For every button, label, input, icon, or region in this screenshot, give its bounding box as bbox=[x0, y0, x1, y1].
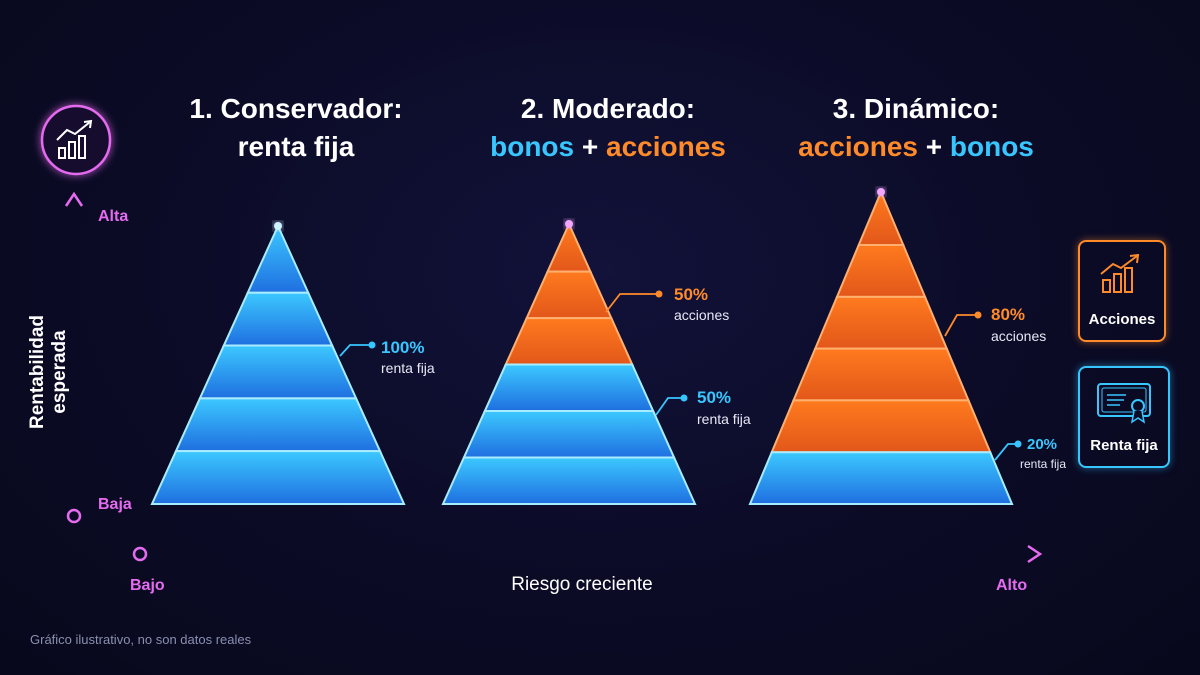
title-dinamico: 3. Dinámico: acciones + bonos bbox=[756, 90, 1076, 166]
acciones-layer bbox=[546, 221, 592, 273]
callout-label-dinamico-renta: renta fija bbox=[1020, 457, 1067, 471]
callout-line bbox=[944, 314, 978, 337]
title-line1: 2. Moderado: bbox=[520, 93, 696, 124]
pyramid-tip-glow bbox=[274, 222, 282, 230]
title-line2: acciones + bonos bbox=[756, 128, 1076, 166]
callout-label-dinamico-acciones: acciones bbox=[991, 328, 1047, 344]
title-part: + bbox=[917, 131, 950, 162]
y-axis-high-label: Alta bbox=[98, 208, 129, 225]
callout-dot bbox=[1014, 440, 1022, 448]
title-part: bonos bbox=[949, 131, 1034, 162]
callout-line bbox=[655, 397, 684, 416]
renta-fija-layer bbox=[174, 397, 382, 453]
renta-fija-layer bbox=[748, 451, 1014, 505]
title-moderado: 2. Moderado: bonos + acciones bbox=[448, 90, 768, 166]
callout-dot bbox=[680, 394, 688, 402]
title-part: bonos bbox=[490, 131, 575, 162]
callout-pct-dinamico-renta: 20% bbox=[1027, 436, 1058, 453]
legend-label: Renta fija bbox=[1090, 437, 1158, 454]
y-axis-title: Rentabilidad esperada bbox=[27, 315, 70, 430]
renta-fija-layer bbox=[198, 344, 358, 400]
title-part: + bbox=[574, 131, 607, 162]
callout-label-conservador: renta fija bbox=[381, 360, 435, 376]
x-axis-title: Riesgo creciente bbox=[511, 574, 653, 595]
callout-pct-dinamico-acciones: 80% bbox=[991, 305, 1026, 324]
acciones-layer bbox=[791, 347, 971, 402]
x-axis-low-label: Bajo bbox=[130, 577, 165, 594]
acciones-layer bbox=[857, 189, 905, 247]
callout-dot bbox=[368, 341, 376, 349]
renta-fija-layer bbox=[222, 291, 334, 347]
legend-label: Acciones bbox=[1088, 311, 1156, 328]
callout-connectors bbox=[339, 290, 1022, 461]
chart-growth-icon bbox=[40, 104, 112, 176]
title-conservador: 1. Conservador: renta fija bbox=[136, 90, 456, 166]
pyramid-tip-glow bbox=[565, 220, 573, 228]
x-axis bbox=[132, 544, 1043, 564]
title-line2: bonos + acciones bbox=[448, 128, 768, 166]
title-line1: 3. Dinámico: bbox=[832, 93, 1000, 124]
title-part: acciones bbox=[798, 131, 918, 162]
renta-fija-layer bbox=[483, 363, 655, 413]
acciones-layer bbox=[525, 270, 613, 320]
pyramid-conservador bbox=[148, 222, 408, 507]
bar-chart-icon bbox=[1100, 254, 1140, 293]
footnote: Gráfico ilustrativo, no son datos reales bbox=[30, 632, 252, 647]
callout-dot bbox=[974, 311, 982, 319]
pyramid-tip-glow bbox=[877, 188, 885, 196]
pyramid-dinamico bbox=[746, 188, 1016, 507]
pyramid-moderado bbox=[439, 220, 699, 507]
callout-label-moderado-acciones: acciones bbox=[674, 307, 730, 323]
renta-fija-layer bbox=[246, 223, 310, 294]
callout-line bbox=[994, 443, 1018, 461]
legend-acciones: Acciones bbox=[1078, 240, 1166, 342]
acciones-layer bbox=[504, 317, 634, 366]
acciones-layer bbox=[835, 244, 927, 298]
callout-pct-moderado-acciones: 50% bbox=[674, 285, 709, 304]
title-line2: renta fija bbox=[136, 128, 456, 166]
legend-renta-fija: Renta fija bbox=[1078, 366, 1170, 468]
renta-fija-layer bbox=[441, 456, 697, 505]
callout-pct-moderado-renta: 50% bbox=[697, 388, 732, 407]
callout-line bbox=[605, 293, 659, 313]
pyramids bbox=[148, 188, 1016, 507]
title-part: acciones bbox=[606, 131, 726, 162]
certificate-icon bbox=[1097, 383, 1151, 424]
x-axis-high-label: Alto bbox=[996, 577, 1028, 594]
y-axis-low-label: Baja bbox=[98, 496, 132, 513]
callout-line bbox=[339, 344, 372, 357]
callout-label-moderado-renta: renta fija bbox=[697, 411, 751, 427]
acciones-layer bbox=[770, 399, 992, 454]
title-line1: 1. Conservador: bbox=[189, 93, 403, 124]
renta-fija-layer bbox=[462, 410, 676, 459]
callout-dot bbox=[655, 290, 663, 298]
acciones-layer bbox=[813, 295, 949, 350]
y-axis bbox=[64, 191, 84, 524]
renta-fija-layer bbox=[150, 450, 406, 505]
callout-pct-conservador: 100% bbox=[381, 338, 425, 357]
title-part: renta fija bbox=[237, 131, 355, 162]
